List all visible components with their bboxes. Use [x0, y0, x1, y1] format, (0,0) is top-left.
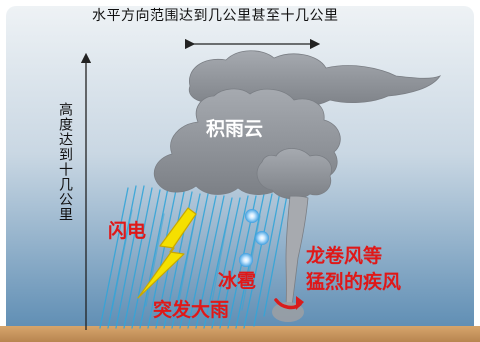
- height-label: 高度达到十几公里: [57, 102, 73, 222]
- hail-label: 冰雹: [218, 270, 257, 292]
- tornado-label-line-2: 猛烈的疾风: [306, 271, 402, 293]
- hailstone-icon: [245, 209, 259, 223]
- tornado-funnel-icon: [285, 195, 309, 307]
- hailstone-icon: [255, 231, 269, 245]
- horizontal-range-label: 水平方向范围达到几公里甚至十几公里: [92, 8, 339, 24]
- ground: [0, 326, 480, 342]
- tornado-label: 龙卷风等 猛烈的疾风: [306, 243, 401, 295]
- lightning-label: 闪电: [108, 220, 147, 242]
- cloud-label: 积雨云: [206, 118, 264, 140]
- heavy-rain-label: 突发大雨: [153, 299, 230, 321]
- tornado-label-line-1: 龙卷风等: [306, 245, 383, 267]
- cumulonimbus-cloud: [153, 50, 442, 200]
- rotation-arrow-head: [296, 296, 304, 310]
- lightning-bolt-icon: [137, 207, 197, 299]
- hailstone-icon: [239, 253, 253, 267]
